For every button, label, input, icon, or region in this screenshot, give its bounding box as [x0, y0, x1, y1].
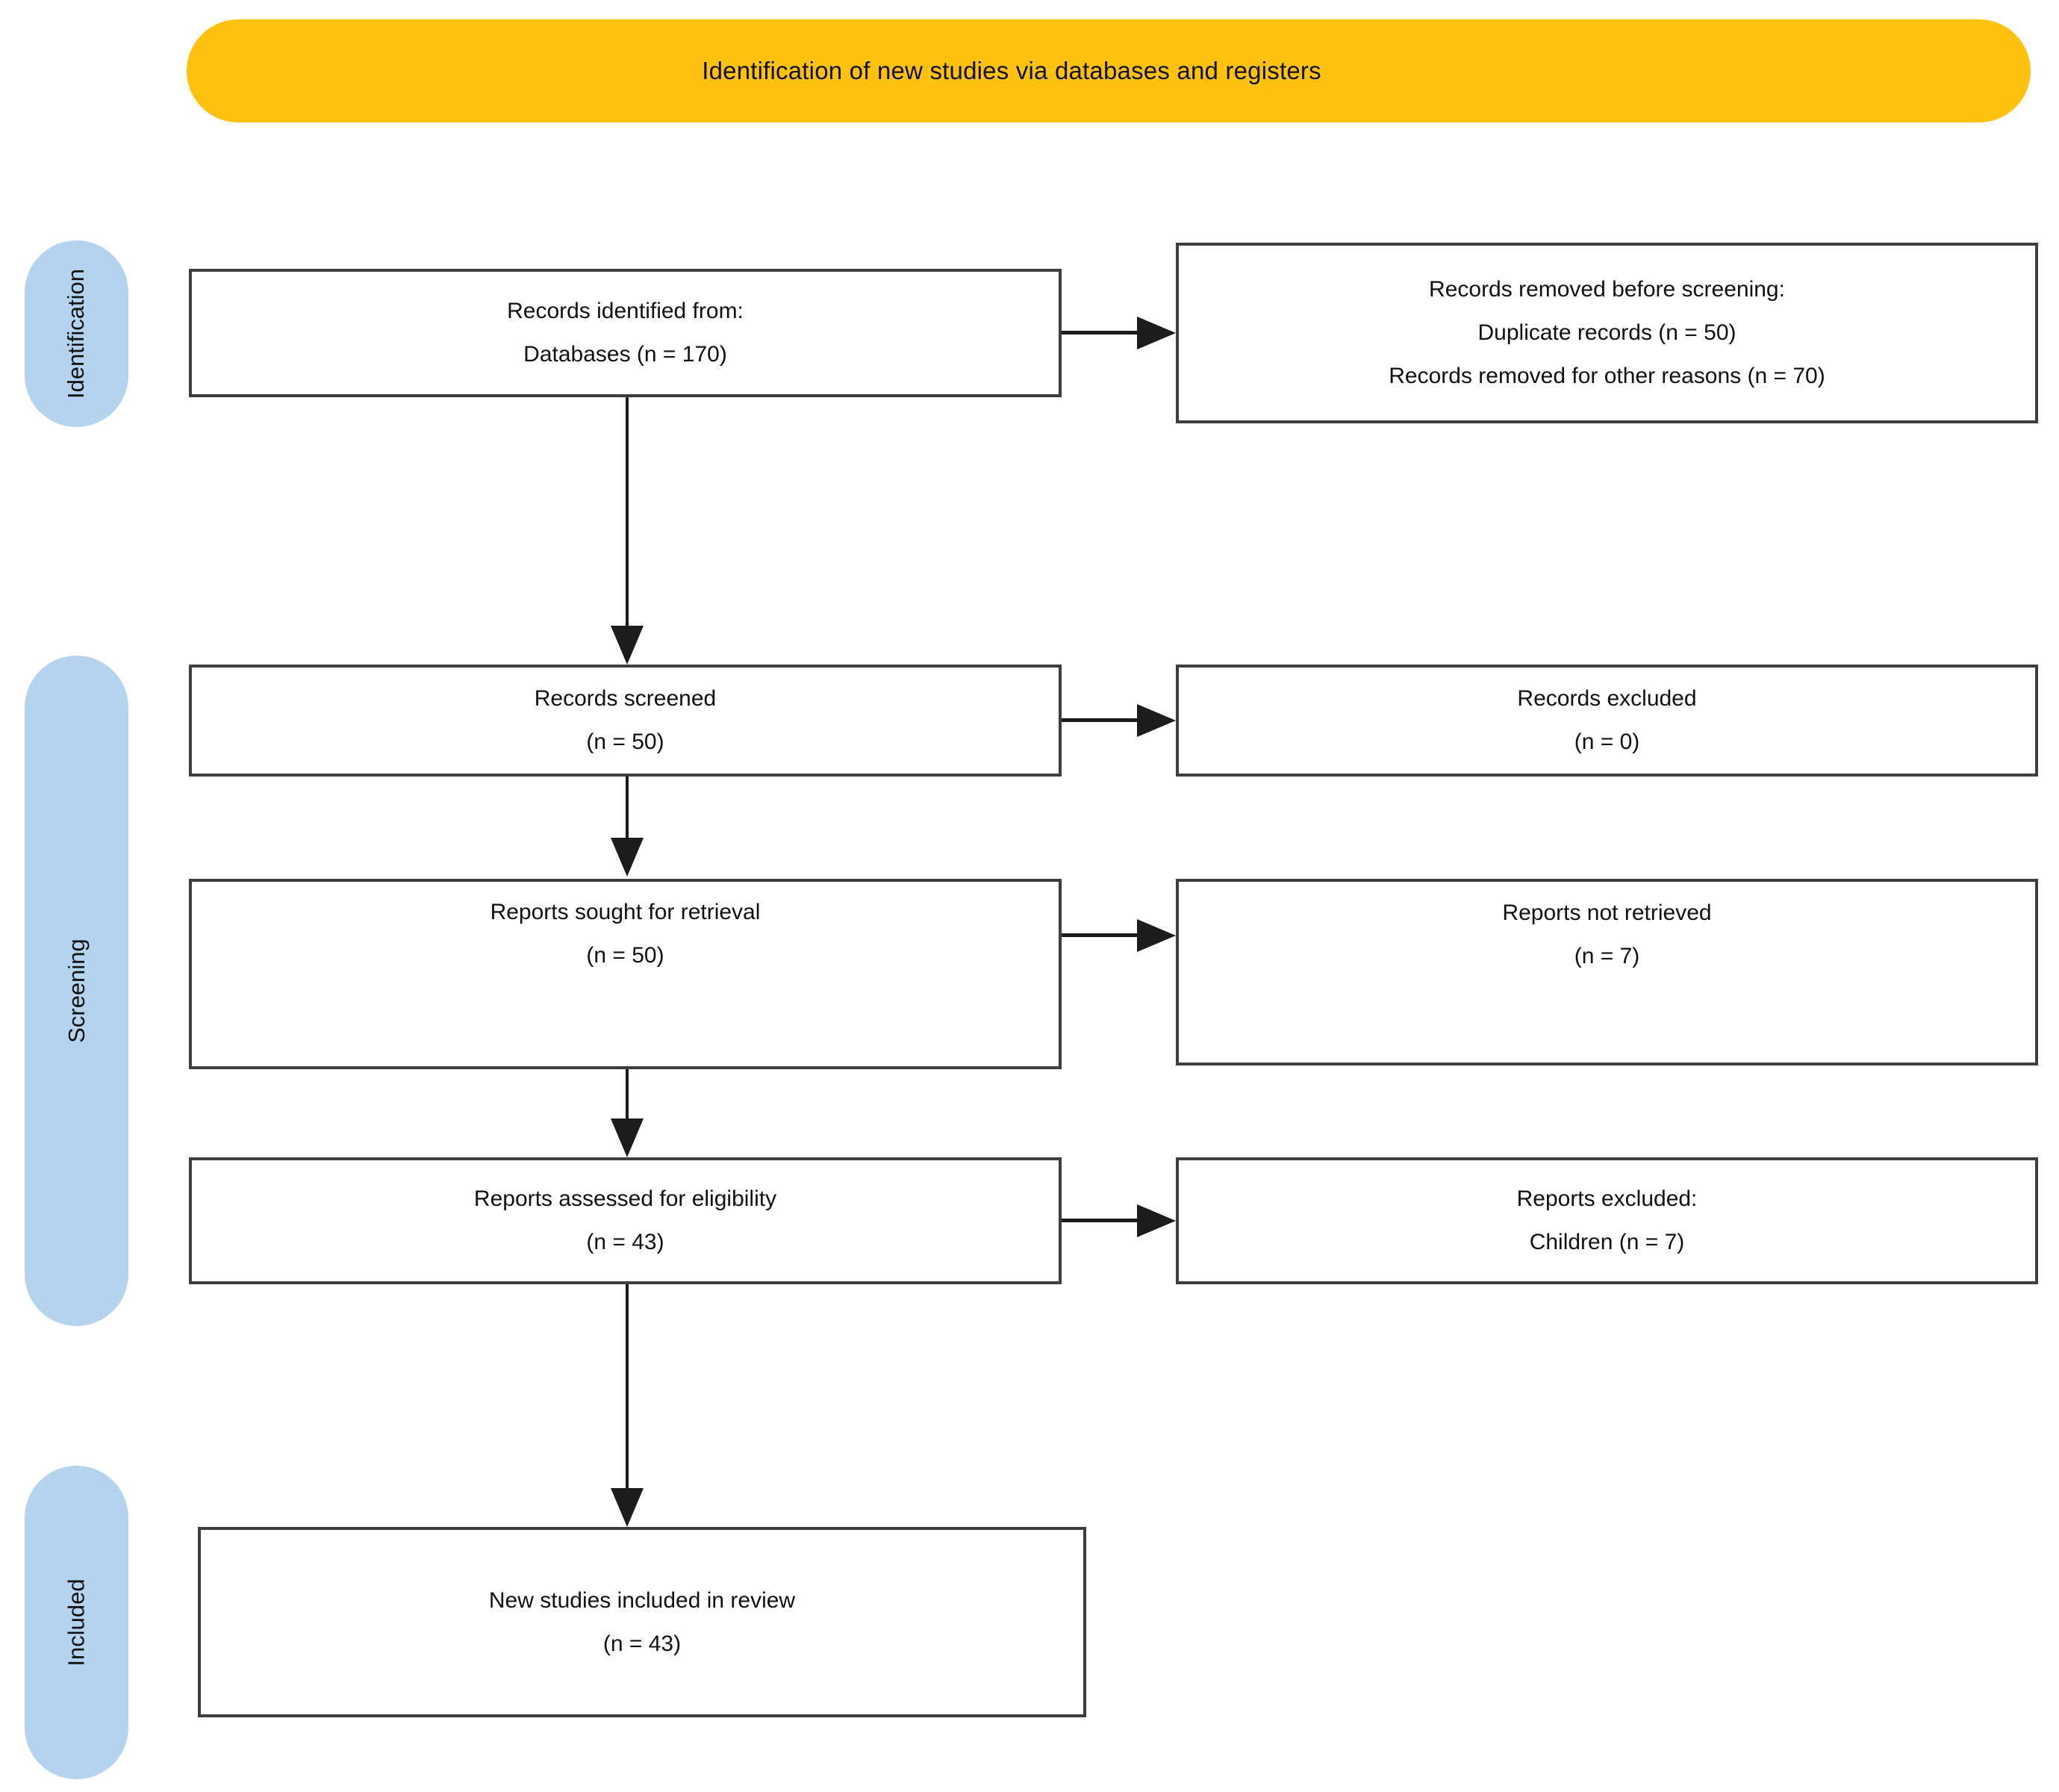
arrow-identified-to-screened-line: [626, 397, 629, 630]
box-records-excluded-line2: (n = 0): [1574, 729, 1640, 754]
box-reports-assessed: Reports assessed for eligibility (n = 43…: [189, 1157, 1062, 1284]
box-records-identified: Records identified from: Databases (n = …: [189, 269, 1062, 397]
arrow-screened-to-sought-head: [611, 838, 644, 877]
box-reports-not-retrieved: Reports not retrieved (n = 7): [1176, 879, 2038, 1065]
stage-pill-included: Included: [25, 1466, 128, 1779]
box-new-studies-included: New studies included in review (n = 43): [198, 1527, 1086, 1717]
box-records-excluded-line1: Records excluded: [1517, 686, 1697, 711]
box-reports-not-retrieved-line2: (n = 7): [1574, 944, 1640, 968]
box-reports-excluded: Reports excluded: Children (n = 7): [1176, 1157, 2038, 1284]
stage-pill-identification: Identification: [25, 240, 128, 427]
box-reports-sought: Reports sought for retrieval (n = 50): [189, 879, 1062, 1069]
box-records-removed-line2: Duplicate records (n = 50): [1477, 320, 1736, 345]
arrow-assessed-to-included-head: [611, 1488, 644, 1527]
box-reports-assessed-line2: (n = 43): [586, 1230, 664, 1254]
arrow-sought-to-assessed-head: [611, 1119, 644, 1157]
box-records-removed-line3: Records removed for other reasons (n = 7…: [1389, 364, 1825, 388]
box-reports-sought-line1: Reports sought for retrieval: [490, 899, 761, 924]
box-records-removed-line1: Records removed before screening:: [1429, 277, 1785, 302]
arrow-screened-to-sought-line: [626, 777, 629, 839]
arrow-sought-to-assessed-line: [626, 1069, 629, 1120]
box-reports-excluded-line1: Reports excluded:: [1516, 1186, 1698, 1211]
box-reports-excluded-line2: Children (n = 7): [1529, 1230, 1685, 1254]
arrow-screened-to-excluded-head: [1137, 704, 1176, 737]
arrow-assessed-to-reportsexcluded-line: [1062, 1219, 1138, 1222]
stage-label-included: Included: [63, 1578, 90, 1667]
arrow-identified-to-screened-head: [611, 626, 644, 665]
arrow-screened-to-excluded-line: [1062, 718, 1138, 722]
box-records-screened-line1: Records screened: [534, 686, 717, 711]
box-records-identified-line2: Databases (n = 170): [523, 342, 727, 367]
diagram-title: Identification of new studies via databa…: [702, 57, 1321, 84]
arrow-sought-to-notretrieved-head: [1137, 919, 1176, 952]
stage-pill-screening: Screening: [25, 656, 128, 1326]
stage-label-screening: Screening: [63, 939, 90, 1043]
box-reports-sought-line2: (n = 50): [586, 942, 664, 968]
diagram-title-banner: Identification of new studies via databa…: [187, 19, 2031, 122]
box-reports-not-retrieved-line1: Reports not retrieved: [1502, 900, 1712, 925]
box-reports-assessed-line1: Reports assessed for eligibility: [473, 1186, 777, 1211]
box-records-screened: Records screened (n = 50): [189, 665, 1062, 777]
stage-label-identification: Identification: [63, 268, 90, 399]
box-records-screened-line2: (n = 50): [586, 729, 664, 754]
arrow-assessed-to-included-line: [626, 1284, 629, 1490]
arrow-identified-to-removed-line: [1062, 331, 1138, 335]
box-new-studies-included-line1: New studies included in review: [488, 1587, 796, 1613]
box-new-studies-included-line2: (n = 43): [602, 1631, 682, 1656]
box-records-excluded: Records excluded (n = 0): [1176, 665, 2038, 777]
box-records-identified-line1: Records identified from:: [507, 299, 744, 323]
arrow-assessed-to-reportsexcluded-head: [1137, 1204, 1176, 1237]
box-records-removed: Records removed before screening: Duplic…: [1176, 243, 2038, 423]
arrow-sought-to-notretrieved-line: [1062, 933, 1138, 937]
arrow-identified-to-removed-head: [1137, 317, 1176, 349]
